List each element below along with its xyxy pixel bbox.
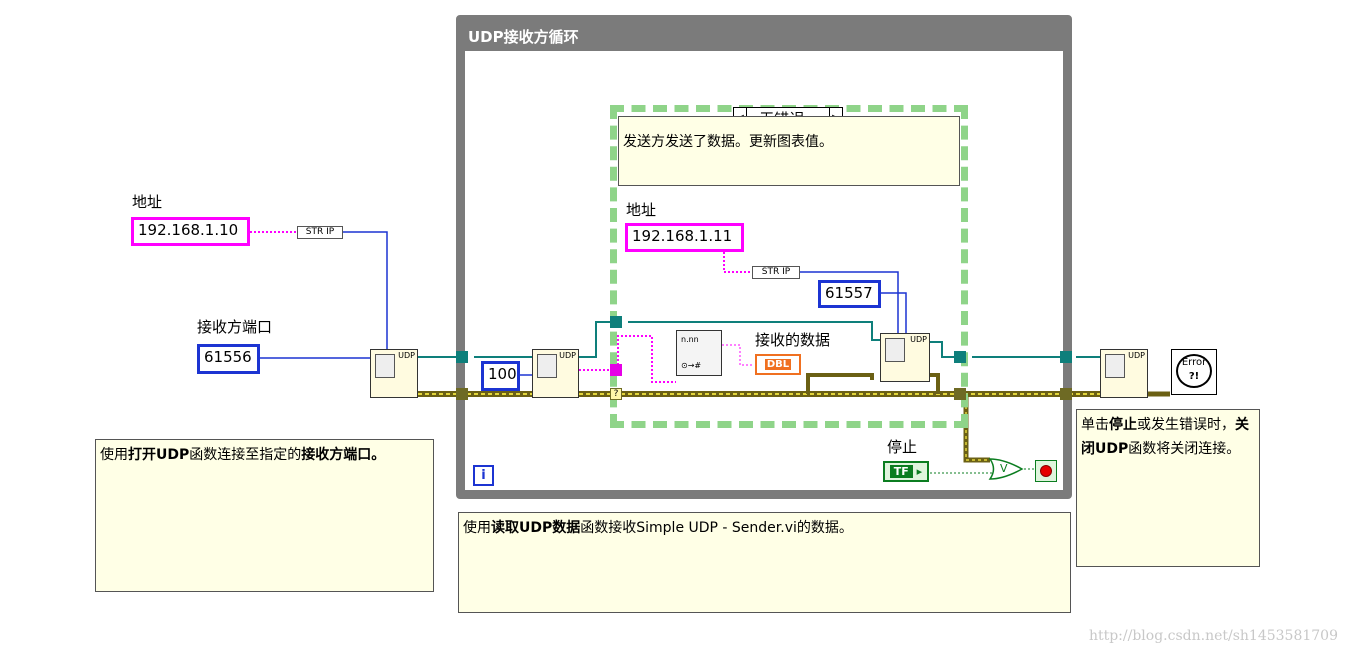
note-bold-text: 接收方端 (301, 447, 358, 463)
note-text: 单击 (1081, 417, 1109, 433)
case-refnum-tunnel-in (610, 316, 622, 328)
note-text: 函数将关闭连接。 (1128, 441, 1241, 457)
case-error-tunnel-out (954, 388, 966, 400)
udp-open-function[interactable]: UDP (370, 349, 418, 398)
dbl-type-label: DBL (764, 359, 792, 370)
case-string-tunnel-in (610, 364, 622, 376)
case-description: 发送方发送了数据。更新图表值。 (623, 134, 833, 150)
udp-close-function[interactable]: UDP (1100, 349, 1148, 398)
inner-address-label: 地址 (626, 201, 657, 219)
note-text: 函数连接至指定的 (189, 447, 302, 463)
iteration-terminal: i (473, 465, 494, 486)
loop-condition-terminal[interactable] (1035, 460, 1057, 482)
tf-type-label: TF (889, 465, 913, 478)
refnum-wire-3 (930, 341, 1100, 358)
inner-address-constant[interactable]: 192.168.1.11 (625, 223, 744, 252)
port-constant[interactable]: 61556 (197, 344, 260, 374)
inner-string-to-ip-function[interactable]: STR IP (752, 266, 800, 279)
number-format-icon: n.nn (681, 335, 699, 344)
stop-sign-icon (1040, 465, 1052, 477)
udp-read-function[interactable]: UDP (532, 349, 579, 398)
note-text: 或发生错误时， (1137, 417, 1235, 433)
udp-write-header: UDP (910, 335, 927, 344)
error-text: Error (1181, 357, 1207, 368)
udp-open-icon (375, 354, 395, 378)
case-error-selector-tunnel: ? (610, 388, 622, 400)
error-to-or-wire-dash (965, 394, 990, 461)
stop-button-terminal[interactable]: TF ▸ (883, 461, 929, 482)
note-bold-text: 打开UDP (128, 447, 190, 463)
note-text: 使用 (100, 447, 128, 463)
read-udp-note: 使用读取UDP数据函数接收Simple UDP - Sender.vi的数据。 (458, 512, 1071, 613)
error-tunnel-out (1060, 388, 1072, 400)
watermark: http://blog.csdn.net/sh1453581709 (1088, 628, 1338, 644)
while-loop (456, 15, 1072, 499)
or-gate-icon (988, 458, 1024, 480)
udp-read-header: UDP (559, 351, 576, 360)
or-gate-label: V (1000, 462, 1008, 475)
string-to-dbl-wire (722, 344, 754, 366)
note-bold-text: 关闭UDP (1081, 417, 1249, 457)
error-tunnel-in (456, 388, 468, 400)
address-constant[interactable]: 192.168.1.10 (131, 217, 250, 246)
note-text: 使用 (463, 520, 491, 536)
string-to-ip-function[interactable]: STR IP (297, 226, 343, 239)
udp-write-function[interactable]: UDP (880, 333, 930, 382)
note-text: 函数接收Simple UDP - Sender.vi的数据。 (580, 520, 853, 536)
inner-address-string-wire (723, 248, 752, 273)
arrow-icon: ⊙→# (681, 361, 702, 370)
case-refnum-tunnel-out (954, 351, 966, 363)
simple-error-handler[interactable]: Error ?! (1171, 349, 1217, 395)
inner-port-constant[interactable]: 61557 (818, 280, 881, 308)
inner-ip-wire (800, 271, 899, 336)
case-description-note: 发送方发送了数据。更新图表值。 (618, 116, 960, 186)
loop-title: UDP接收方循环 (468, 28, 579, 46)
error-bubble-icon: Error ?! (1176, 354, 1212, 388)
received-data-label: 接收的数据 (755, 331, 831, 349)
refnum-tunnel-in (456, 351, 468, 363)
udp-write-icon (885, 338, 905, 362)
error-symbol: ?! (1188, 371, 1200, 382)
ip-wire (342, 231, 388, 352)
error-wire-inner (806, 373, 940, 394)
fract-exp-string-to-number-function[interactable]: n.nn ⊙→# (676, 330, 722, 376)
timeout-constant[interactable]: 100 (481, 361, 520, 391)
stop-label: 停止 (887, 438, 918, 456)
note-bold-text: 口。 (357, 447, 386, 463)
note-bold-text: 停止 (1109, 417, 1137, 433)
udp-close-header: UDP (1128, 351, 1145, 360)
open-udp-note: 使用打开UDP函数连接至指定的接收方端口。 (95, 439, 434, 592)
refnum-tunnel-out (1060, 351, 1072, 363)
received-data-indicator[interactable]: DBL (755, 354, 801, 375)
udp-read-icon (537, 354, 557, 378)
note-bold-text: 读取UDP数据 (491, 520, 581, 536)
udp-close-icon (1105, 354, 1125, 378)
receiver-port-label: 接收方端口 (197, 318, 273, 336)
address-label: 地址 (132, 193, 163, 211)
inner-port-wire (881, 292, 907, 336)
udp-open-header: UDP (398, 351, 415, 360)
close-udp-note: 单击停止或发生错误时，关闭UDP函数将关闭连接。 (1076, 409, 1260, 567)
refnum-wire-2 (579, 321, 880, 358)
